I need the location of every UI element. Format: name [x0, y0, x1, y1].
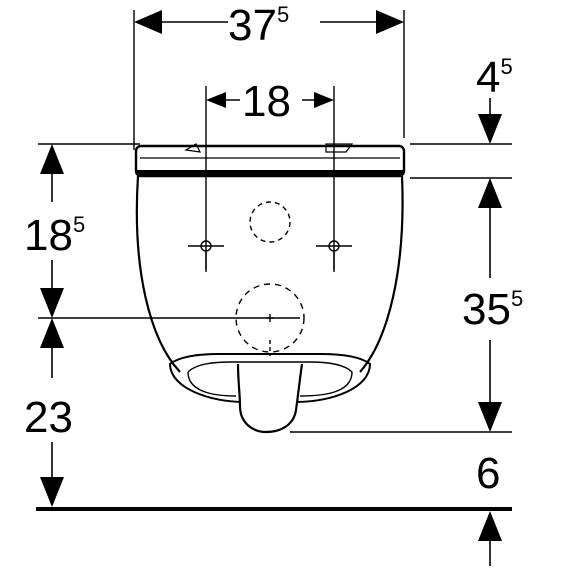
- arrow-depth-up: [478, 178, 502, 208]
- toilet-outline: [134, 143, 406, 434]
- label-overall-width: 375: [228, 1, 289, 50]
- floor-line: [36, 507, 512, 511]
- arrow-left-width: [134, 10, 162, 34]
- arrow-fixing-height-down: [40, 288, 64, 318]
- arrow-fixing-height-up: [40, 144, 64, 174]
- arrow-right-fixing: [314, 92, 334, 108]
- label-floor-offset: 6: [476, 449, 500, 498]
- arrow-depth-down: [478, 402, 502, 432]
- left-fixing-point: [188, 240, 224, 270]
- left-hinge: [184, 143, 202, 153]
- arrowheads: [40, 10, 502, 541]
- label-top-offset: 45: [476, 53, 513, 102]
- outlet-spigot: [236, 363, 304, 434]
- seat-rim-band: [137, 170, 403, 176]
- arrow-floor-offset-up: [478, 511, 502, 541]
- label-outlet-height: 23: [24, 393, 73, 442]
- fixing-points: [188, 201, 352, 356]
- arrow-right-width: [376, 10, 404, 34]
- outlet-opening: [235, 283, 305, 353]
- bowl-base: [168, 353, 372, 403]
- arrow-left-fixing: [206, 92, 226, 108]
- arrow-top-offset-down: [478, 114, 502, 144]
- arrow-outlet-height-up: [40, 318, 64, 348]
- label-depth-to-outlet: 355: [462, 285, 523, 334]
- label-fixing-spacing: 18: [242, 77, 291, 126]
- extension-lines: [38, 10, 512, 433]
- arrow-outlet-height-down: [40, 477, 64, 507]
- right-fixing-point: [316, 240, 352, 270]
- inlet-opening: [249, 201, 291, 243]
- toilet-bowl: [135, 175, 404, 373]
- label-fixing-height: 185: [24, 211, 85, 260]
- right-hinge: [325, 143, 354, 153]
